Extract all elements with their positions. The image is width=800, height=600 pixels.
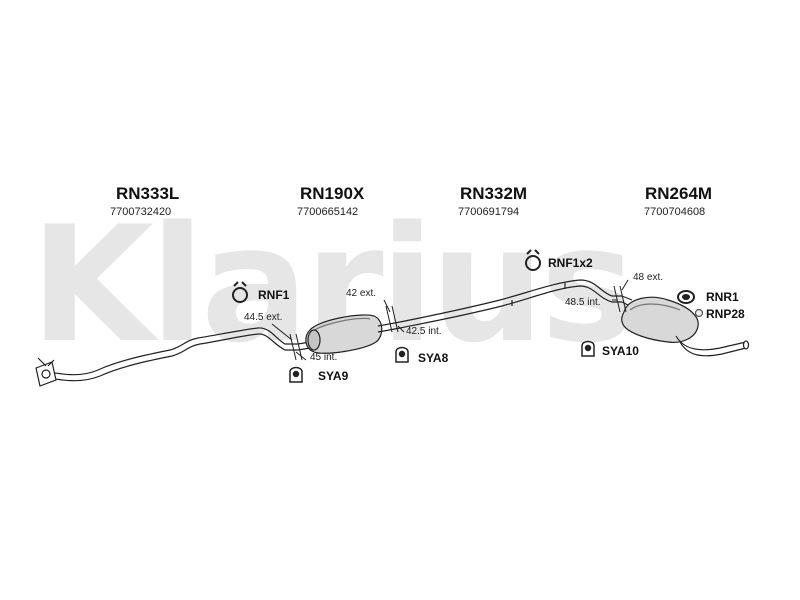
accessory-label-sya8: SYA8 xyxy=(418,351,449,365)
part-code-2: RN190X xyxy=(300,184,365,203)
accessory-label-rnf1: RNF1 xyxy=(258,288,290,302)
part-number-3: 7700691794 xyxy=(458,206,520,218)
part-code-3: RN332M xyxy=(460,184,528,203)
bracket-icon xyxy=(395,346,409,363)
rear-silencer xyxy=(621,295,750,357)
accessory-label-rnp28: RNP28 xyxy=(706,307,745,321)
part-number-2: 7700665142 xyxy=(297,206,359,218)
part-code-4: RN264M xyxy=(645,184,713,203)
bracket-icon xyxy=(581,340,595,357)
dimension-label: 42 ext. xyxy=(346,288,377,299)
joint-markers xyxy=(271,279,629,361)
rubber-pad-icon xyxy=(694,308,704,318)
part-code-1: RN333L xyxy=(116,184,180,203)
bracket-icon xyxy=(289,366,303,383)
dimension-label: 45 int. xyxy=(310,352,338,363)
intermediate-pipe xyxy=(399,279,622,329)
accessory-label-rnr1: RNR1 xyxy=(706,290,739,304)
clamp-icon xyxy=(232,281,248,303)
accessory-label-rnf1x2: RNF1x2 xyxy=(548,256,593,270)
clamp-icon xyxy=(525,249,541,271)
accessory-label-sya9: SYA9 xyxy=(318,369,349,383)
front-pipe xyxy=(35,327,298,387)
part-number-4: 7700704608 xyxy=(644,206,706,218)
middle-silencer xyxy=(297,314,401,354)
rubber-ring-icon xyxy=(677,290,695,304)
part-number-1: 7700732420 xyxy=(110,206,172,218)
dimension-label: 48 ext. xyxy=(633,272,664,283)
dimension-label: 44.5 ext. xyxy=(244,312,283,323)
dimension-label: 48.5 int. xyxy=(565,297,601,308)
dimension-label: 42.5 int. xyxy=(406,326,442,337)
accessory-label-sya10: SYA10 xyxy=(602,344,639,358)
